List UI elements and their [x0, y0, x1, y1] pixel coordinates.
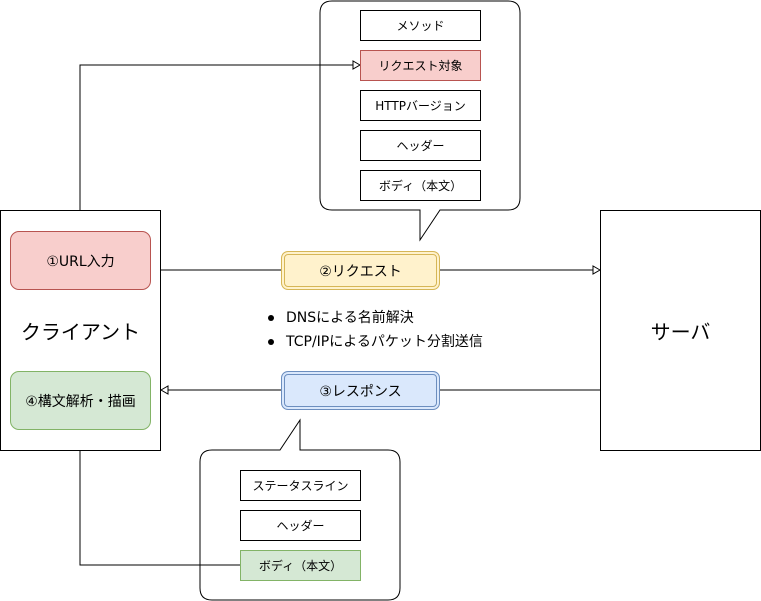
request-field-method: メソッド — [360, 10, 481, 41]
request-field-label: ヘッダー — [396, 139, 445, 153]
request-field-label: リクエスト対象 — [378, 59, 463, 73]
render-node: ④構文解析・描画 — [10, 371, 151, 430]
note-dns: DNSによる名前解決 — [262, 306, 483, 330]
client-label: クライアント — [20, 320, 141, 344]
response-field-label: ボディ（本文） — [258, 559, 343, 573]
note-tcpip: TCP/IPによるパケット分割送信 — [262, 330, 483, 354]
response-field-status: ステータスライン — [240, 470, 361, 501]
request-field-target: リクエスト対象 — [360, 50, 481, 81]
request-field-label: メソッド — [396, 19, 445, 33]
request-field-label: HTTPバージョン — [375, 99, 466, 113]
request-field-label: ボディ（本文） — [378, 179, 463, 193]
request-field-body: ボディ（本文） — [360, 170, 481, 201]
url-input-node: ①URL入力 — [10, 231, 151, 290]
request-node: ②リクエスト — [281, 251, 440, 290]
response-label: ③レスポンス — [319, 383, 402, 400]
url-input-label: ①URL入力 — [46, 253, 115, 270]
request-label: ②リクエスト — [319, 263, 402, 280]
response-field-label: ステータスライン — [252, 479, 349, 493]
transport-notes: DNSによる名前解決 TCP/IPによるパケット分割送信 — [262, 306, 483, 354]
server-box: サーバ — [600, 210, 761, 451]
url-target-arrow — [79, 64, 353, 231]
request-field-header: ヘッダー — [360, 130, 481, 161]
body-render-arrow — [79, 437, 240, 566]
response-field-body: ボディ（本文） — [240, 550, 361, 581]
render-label: ④構文解析・描画 — [25, 393, 136, 410]
response-node: ③レスポンス — [281, 371, 440, 410]
response-field-header: ヘッダー — [240, 510, 361, 541]
response-field-label: ヘッダー — [276, 519, 325, 533]
server-label: サーバ — [650, 320, 711, 344]
request-field-version: HTTPバージョン — [360, 90, 481, 121]
